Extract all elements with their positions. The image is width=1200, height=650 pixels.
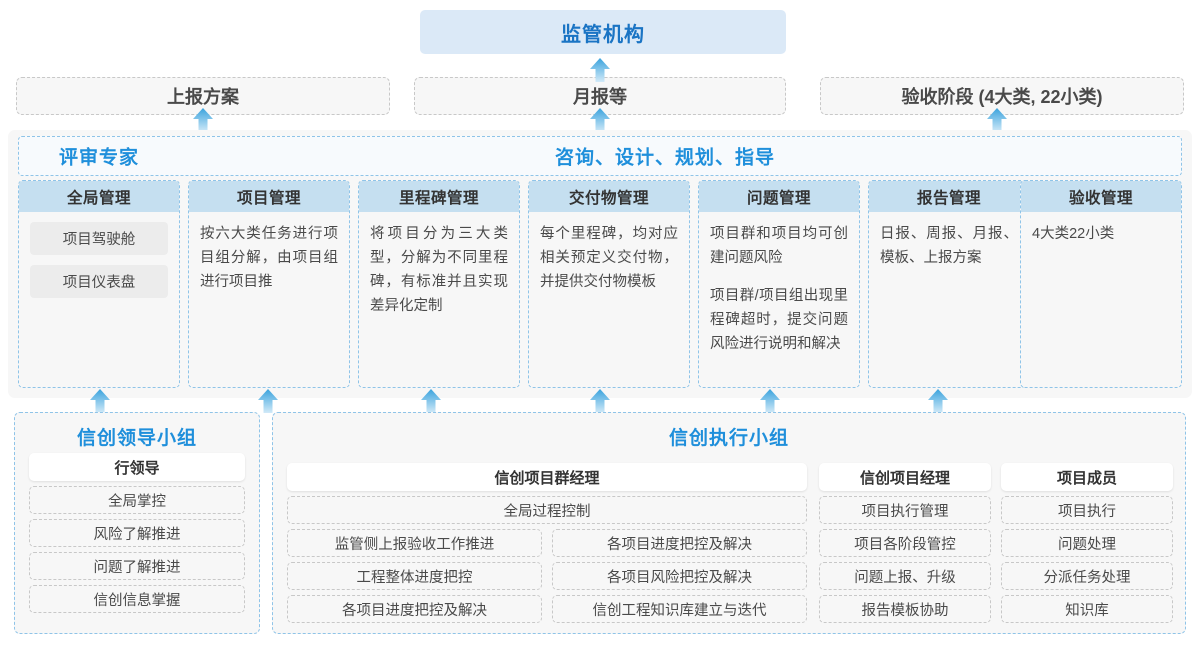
arrow-up-icon <box>89 388 111 414</box>
capability-column-acceptance-management[interactable]: 验收管理 4大类22小类 <box>1020 180 1182 388</box>
column-title: 里程碑管理 <box>359 181 519 212</box>
column-title: 问题管理 <box>699 181 859 212</box>
deliverable-label: 验收阶段 (4大类, 22小类) <box>901 87 1103 107</box>
authority-label: 监管机构 <box>561 23 645 46</box>
task-item[interactable]: 各项目进度把控及解决 <box>552 529 807 557</box>
task-item[interactable]: 全局过程控制 <box>287 496 807 524</box>
column-title: 验收管理 <box>1021 181 1181 212</box>
capability-column-report-management[interactable]: 报告管理 日报、周报、月报、模板、上报方案 <box>868 180 1030 388</box>
column-paragraph: 项目群和项目均可创建问题风险 <box>710 226 848 266</box>
task-item[interactable]: 问题处理 <box>1001 529 1173 557</box>
task-item[interactable]: 问题上报、升级 <box>819 562 991 590</box>
column-title: 全局管理 <box>19 181 179 212</box>
services-label: 咨询、设计、规划、指导 <box>554 147 775 169</box>
capability-item[interactable]: 项目驾驶舱 <box>30 222 168 255</box>
column-paragraph: 将项目分为三大类型，分解为不同里程碑，有标准并且实现差异化定制 <box>370 226 508 314</box>
program-manager-column: 信创项目群经理 全局过程控制 监管侧上报验收工作推进 各项目进度把控及解决 工程… <box>287 463 807 623</box>
deliverable-label: 上报方案 <box>167 87 239 107</box>
arrow-up-icon <box>759 388 781 414</box>
deliverable-label: 月报等 <box>573 87 627 107</box>
arrow-up-icon <box>257 388 279 414</box>
role-header-project-manager[interactable]: 信创项目经理 <box>819 463 991 491</box>
capability-column-project-management[interactable]: 项目管理 按六大类任务进行项目组分解，由项目组进行项目推 <box>188 180 350 388</box>
task-item[interactable]: 各项目进度把控及解决 <box>287 595 542 623</box>
task-item[interactable]: 问题了解推进 <box>29 552 245 580</box>
capability-band-header: 评审专家 咨询、设计、规划、指导 <box>18 136 1182 176</box>
column-paragraph: 日报、周报、月报、模板、上报方案 <box>880 226 1018 266</box>
task-item[interactable]: 报告模板协助 <box>819 595 991 623</box>
reviewer-label: 评审专家 <box>59 147 140 169</box>
column-paragraph: 4大类22小类 <box>1032 226 1115 242</box>
column-title: 项目管理 <box>189 181 349 212</box>
role-header-project-member[interactable]: 项目成员 <box>1001 463 1173 491</box>
task-item[interactable]: 项目执行 <box>1001 496 1173 524</box>
team-execution-group: 信创执行小组 信创项目群经理 全局过程控制 监管侧上报验收工作推进 各项目进度把… <box>272 412 1186 634</box>
arrow-up-icon <box>192 107 214 133</box>
column-title: 报告管理 <box>869 181 1029 212</box>
column-paragraph: 按六大类任务进行项目组分解，由项目组进行项目推 <box>200 226 338 290</box>
authority-box: 监管机构 <box>420 10 786 54</box>
column-paragraph: 每个里程碑，均对应相关预定义交付物，并提供交付物模板 <box>540 226 678 290</box>
arrow-up-icon <box>589 107 611 133</box>
arrow-up-icon <box>589 388 611 414</box>
task-item[interactable]: 信创工程知识库建立与迭代 <box>552 595 807 623</box>
capability-band: 评审专家 咨询、设计、规划、指导 全局管理 项目驾驶舱 项目仪表盘 项目管理 按… <box>8 130 1192 398</box>
project-manager-column: 信创项目经理 项目执行管理 项目各阶段管控 问题上报、升级 报告模板协助 <box>819 463 991 623</box>
capability-column-issue-management[interactable]: 问题管理 项目群和项目均可创建问题风险 项目群/项目组出现里程碑超时，提交问题风… <box>698 180 860 388</box>
capability-column-milestone-management[interactable]: 里程碑管理 将项目分为三大类型，分解为不同里程碑，有标准并且实现差异化定制 <box>358 180 520 388</box>
group-title: 信创领导小组 <box>76 428 197 449</box>
role-header-program-manager[interactable]: 信创项目群经理 <box>287 463 807 491</box>
role-header-bank-leader[interactable]: 行领导 <box>29 453 245 481</box>
capability-column-global-management[interactable]: 全局管理 项目驾驶舱 项目仪表盘 <box>18 180 180 388</box>
arrow-up-icon <box>589 57 611 83</box>
task-item[interactable]: 各项目风险把控及解决 <box>552 562 807 590</box>
task-item[interactable]: 全局掌控 <box>29 486 245 514</box>
task-item[interactable]: 项目各阶段管控 <box>819 529 991 557</box>
task-item[interactable]: 项目执行管理 <box>819 496 991 524</box>
task-item[interactable]: 监管侧上报验收工作推进 <box>287 529 542 557</box>
arrow-up-icon <box>420 388 442 414</box>
task-item[interactable]: 工程整体进度把控 <box>287 562 542 590</box>
capability-item[interactable]: 项目仪表盘 <box>30 265 168 298</box>
group-title: 信创执行小组 <box>668 428 789 449</box>
task-item[interactable]: 信创信息掌握 <box>29 585 245 613</box>
arrow-up-icon <box>927 388 949 414</box>
deliverable-box-acceptance-stage: 验收阶段 (4大类, 22小类) <box>820 77 1184 115</box>
task-item[interactable]: 风险了解推进 <box>29 519 245 547</box>
task-item[interactable]: 知识库 <box>1001 595 1173 623</box>
project-member-column: 项目成员 项目执行 问题处理 分派任务处理 知识库 <box>1001 463 1173 623</box>
column-title: 交付物管理 <box>529 181 689 212</box>
task-item[interactable]: 分派任务处理 <box>1001 562 1173 590</box>
column-paragraph: 项目群/项目组出现里程碑超时，提交问题风险进行说明和解决 <box>710 288 848 352</box>
team-leader-group: 信创领导小组 行领导 全局掌控 风险了解推进 问题了解推进 信创信息掌握 <box>14 412 260 634</box>
capability-column-deliverable-management[interactable]: 交付物管理 每个里程碑，均对应相关预定义交付物，并提供交付物模板 <box>528 180 690 388</box>
arrow-up-icon <box>986 107 1008 133</box>
